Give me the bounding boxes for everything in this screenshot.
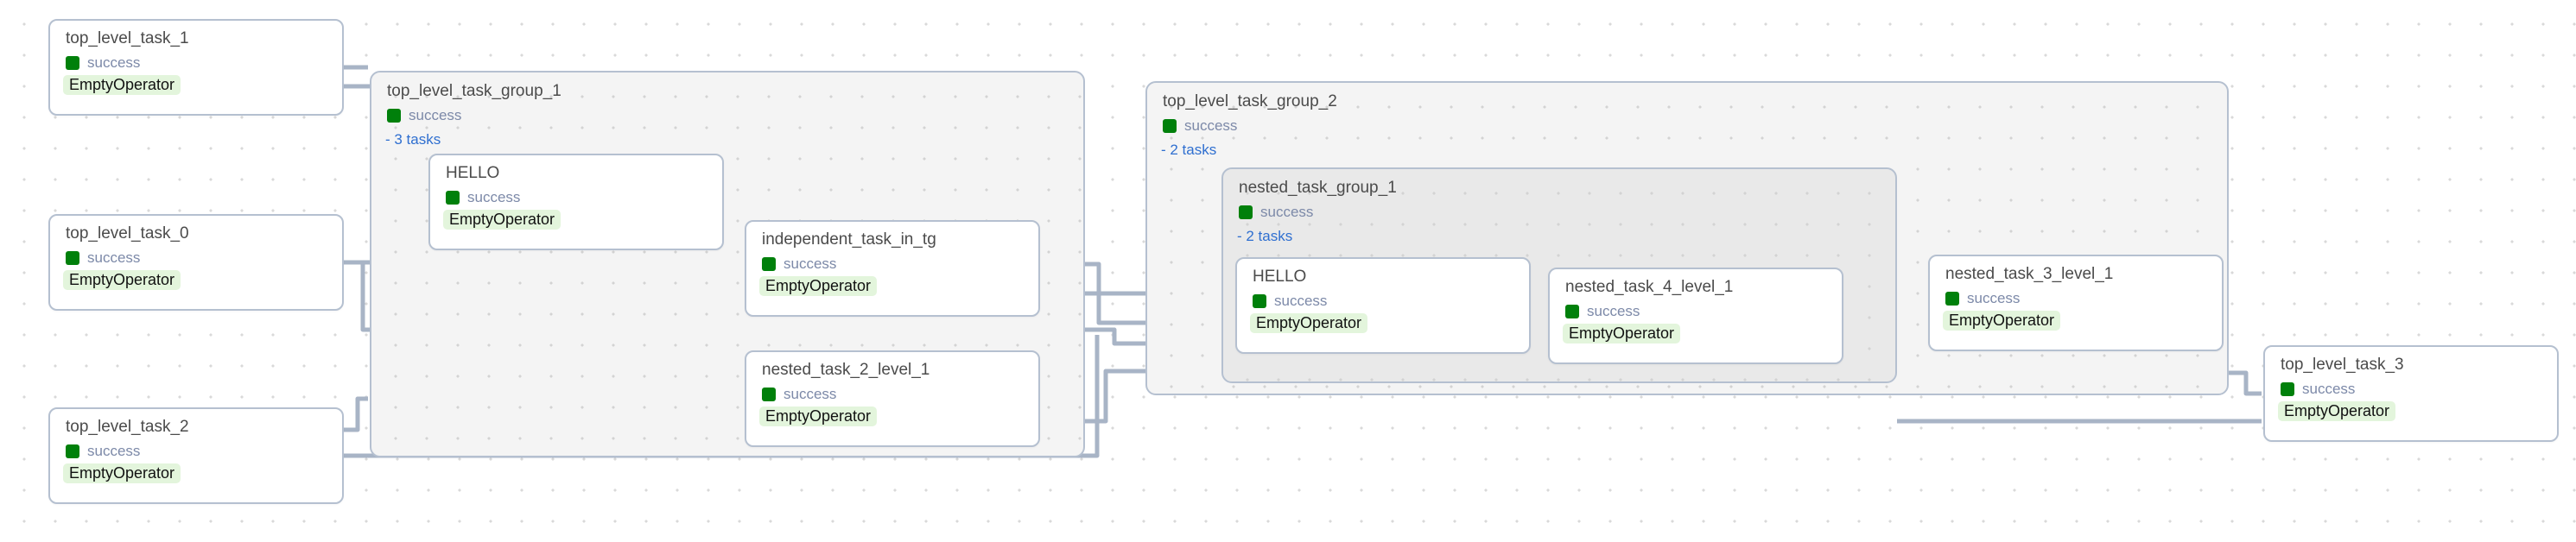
task-status-label: success: [784, 255, 837, 272]
task-node-status: success: [66, 54, 140, 72]
task-status-label: success: [1274, 293, 1328, 309]
group-status-label: success: [1260, 204, 1314, 220]
task-node-status: success: [2281, 381, 2355, 398]
task-status-label: success: [87, 443, 141, 459]
operator-badge: EmptyOperator: [1563, 324, 1681, 343]
task-node-title: independent_task_in_tg: [762, 230, 936, 249]
status-square-icon: [762, 257, 776, 271]
operator-badge: EmptyOperator: [63, 270, 181, 290]
operator-badge: EmptyOperator: [1250, 313, 1368, 333]
task-node-nested_task_2_level_1[interactable]: nested_task_2_level_1 success EmptyOpera…: [745, 350, 1040, 447]
task-node-title: top_level_task_1: [66, 29, 189, 47]
operator-badge: EmptyOperator: [63, 75, 181, 95]
task-status-label: success: [2302, 381, 2356, 397]
task-node-tg1-hello[interactable]: HELLO success EmptyOperator: [428, 154, 724, 250]
group-task-count-link[interactable]: - 2 tasks: [1237, 228, 1293, 244]
task-node-title: nested_task_2_level_1: [762, 361, 930, 379]
task-status-label: success: [1587, 303, 1640, 319]
group-status: success: [1239, 204, 1313, 221]
task-status-label: success: [784, 386, 837, 402]
task-node-title: nested_task_3_level_1: [1945, 265, 2114, 283]
task-node-status: success: [66, 443, 140, 460]
task-status-label: success: [1967, 290, 2021, 306]
task-node-top_level_task_3[interactable]: top_level_task_3 success EmptyOperator: [2263, 345, 2559, 442]
operator-badge: EmptyOperator: [759, 276, 878, 296]
group-status-label: success: [409, 107, 462, 123]
status-square-icon: [446, 191, 460, 205]
operator-badge: EmptyOperator: [2278, 401, 2396, 421]
task-node-title: HELLO: [1253, 268, 1307, 286]
group-status: success: [387, 107, 461, 124]
task-node-top_level_task_1[interactable]: top_level_task_1 success EmptyOperator: [48, 19, 344, 116]
task-node-title: HELLO: [446, 164, 500, 182]
status-square-icon: [762, 388, 776, 401]
task-node-nested_task_3_level_1[interactable]: nested_task_3_level_1 success EmptyOpera…: [1928, 255, 2224, 351]
task-node-top_level_task_0[interactable]: top_level_task_0 success EmptyOperator: [48, 214, 344, 311]
operator-badge: EmptyOperator: [443, 210, 562, 230]
task-node-status: success: [1565, 303, 1640, 320]
task-status-label: success: [87, 249, 141, 266]
status-square-icon: [1253, 294, 1266, 308]
task-node-status: success: [762, 255, 836, 273]
task-node-title: nested_task_4_level_1: [1565, 278, 1734, 296]
status-square-icon: [66, 56, 79, 70]
status-square-icon: [387, 109, 401, 123]
task-node-independent_task_in_tg[interactable]: independent_task_in_tg success EmptyOper…: [745, 220, 1040, 317]
group-title: top_level_task_group_1: [387, 82, 562, 100]
task-status-label: success: [467, 189, 521, 205]
task-node-tg2-nested-hello[interactable]: HELLO success EmptyOperator: [1235, 257, 1531, 354]
task-node-title: top_level_task_0: [66, 224, 189, 243]
group-task-count-link[interactable]: - 2 tasks: [1161, 142, 1217, 158]
task-node-status: success: [446, 189, 520, 206]
task-node-status: success: [762, 386, 836, 403]
status-square-icon: [66, 251, 79, 265]
task-node-status: success: [1253, 293, 1327, 310]
group-status-label: success: [1184, 117, 1238, 134]
group-status: success: [1163, 117, 1237, 135]
operator-badge: EmptyOperator: [759, 406, 878, 426]
group-title: top_level_task_group_2: [1163, 92, 1337, 110]
status-square-icon: [2281, 382, 2294, 396]
task-node-nested_task_4_level_1[interactable]: nested_task_4_level_1 success EmptyOpera…: [1548, 268, 1843, 364]
status-square-icon: [66, 444, 79, 458]
status-square-icon: [1565, 305, 1579, 318]
group-title: nested_task_group_1: [1239, 179, 1397, 197]
task-status-label: success: [87, 54, 141, 71]
task-node-title: top_level_task_3: [2281, 356, 2404, 374]
task-node-top_level_task_2[interactable]: top_level_task_2 success EmptyOperator: [48, 407, 344, 504]
status-square-icon: [1239, 205, 1253, 219]
status-square-icon: [1163, 119, 1177, 133]
group-task-count-link[interactable]: - 3 tasks: [385, 131, 441, 148]
operator-badge: EmptyOperator: [63, 463, 181, 483]
task-node-status: success: [66, 249, 140, 267]
task-node-status: success: [1945, 290, 2020, 307]
operator-badge: EmptyOperator: [1943, 311, 2061, 331]
status-square-icon: [1945, 292, 1959, 306]
task-node-title: top_level_task_2: [66, 418, 189, 436]
